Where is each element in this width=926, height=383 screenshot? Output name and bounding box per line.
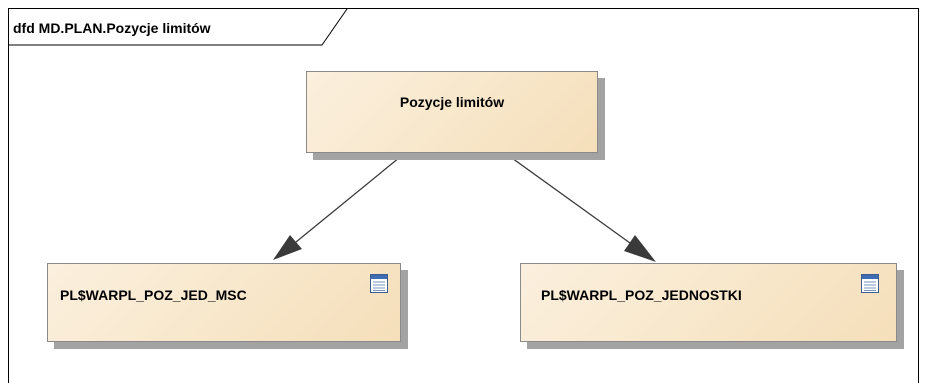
node-pl-warpl-poz-jednostki[interactable]: PL$WARPL_POZ_JEDNOSTKI: [520, 263, 897, 342]
table-icon: [370, 274, 388, 293]
diagram-frame: dfd MD.PLAN.Pozycje limitów: [8, 8, 919, 383]
node-label: Pozycje limitów: [399, 94, 505, 110]
diagram-title: dfd MD.PLAN.Pozycje limitów: [13, 20, 211, 36]
node-pl-warpl-poz-jed-msc[interactable]: PL$WARPL_POZ_JED_MSC: [47, 263, 401, 342]
node-pozycje-limitow[interactable]: Pozycje limitów: [306, 71, 598, 153]
connector-main-to-right[interactable]: [504, 152, 656, 262]
connector-main-to-left[interactable]: [273, 152, 406, 260]
frame-title-tab: dfd MD.PLAN.Pozycje limitów: [9, 9, 349, 46]
table-icon: [861, 274, 879, 293]
node-label: PL$WARPL_POZ_JEDNOSTKI: [541, 287, 742, 303]
arrowhead-right: [624, 235, 656, 262]
node-label: PL$WARPL_POZ_JED_MSC: [60, 287, 247, 303]
arrowhead-left: [273, 235, 302, 260]
